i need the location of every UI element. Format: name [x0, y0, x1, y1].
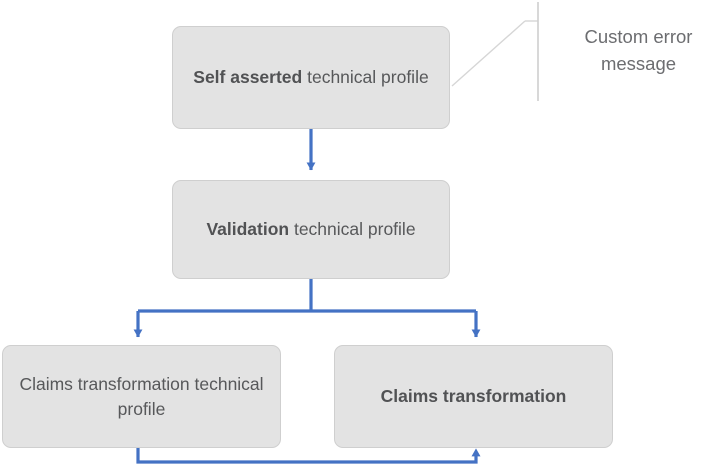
- node-label: Self asserted technical profile: [187, 65, 435, 90]
- callout-leader-line: [451, 2, 539, 101]
- connector-claims-feedback-loop: [136, 448, 481, 464]
- node-self-asserted-technical-profile[interactable]: Self asserted technical profile: [172, 26, 450, 129]
- node-label-rest: technical profile: [302, 67, 429, 88]
- node-label-emphasis: Self asserted: [193, 67, 303, 88]
- connector-validation-branch: [133, 279, 481, 338]
- node-label: Validation technical profile: [187, 217, 435, 242]
- node-claims-transformation[interactable]: Claims transformation: [334, 345, 613, 448]
- custom-error-message-callout: Custom error message: [556, 24, 721, 78]
- callout-line-1: Custom error: [584, 26, 693, 47]
- node-label: Claims transformation: [380, 386, 567, 407]
- node-label: Claims transformation technical profile: [19, 373, 264, 419]
- callout-line-2: message: [600, 52, 677, 74]
- node-label-rest: technical profile: [289, 219, 416, 240]
- node-validation-technical-profile[interactable]: Validation technical profile: [172, 180, 450, 279]
- node-label-emphasis: Validation: [206, 219, 290, 240]
- node-claims-transformation-technical-profile[interactable]: Claims transformation technical profile: [2, 345, 281, 448]
